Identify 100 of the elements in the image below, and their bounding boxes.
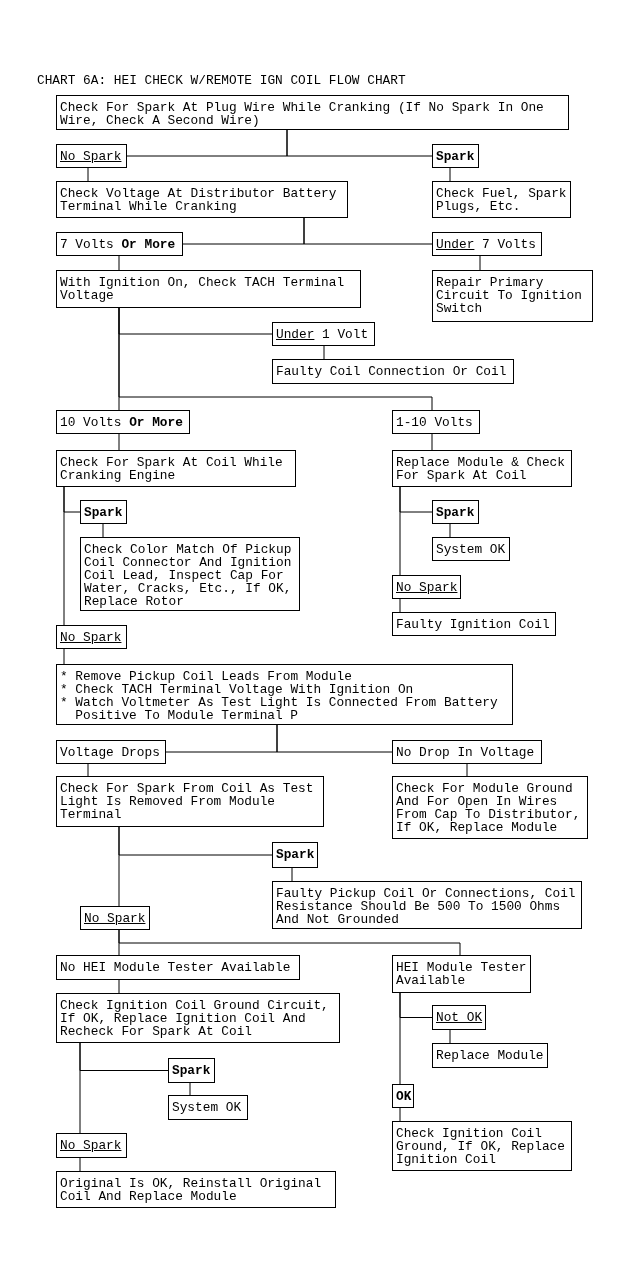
condition-box — [80, 500, 127, 524]
condition-label: No Spark — [60, 150, 123, 163]
condition-label: Voltage Drops — [60, 746, 161, 759]
step-text: Repair Primary Circuit To Ignition Switch — [436, 276, 583, 315]
step-box — [392, 776, 588, 839]
step-text: System OK — [436, 543, 507, 556]
condition-label: Under 1 Volt — [276, 328, 370, 341]
condition-box — [432, 232, 542, 256]
step-box — [392, 450, 572, 487]
connector-line — [118, 929, 461, 956]
step-text: Check Voltage At Distributor Battery Terminal While Cranking — [60, 187, 338, 213]
step-box — [392, 1121, 572, 1171]
condition-label: No Drop In Voltage — [396, 746, 536, 759]
step-text: Replace Module — [436, 1049, 545, 1062]
condition-label: Spark — [436, 150, 476, 163]
connector-line — [87, 167, 89, 182]
step-text: Check Ignition Coil Ground Circuit, If OK, Replace Ignition Coil And Recheck For Spark At Coil — [60, 999, 330, 1038]
step-box — [56, 270, 361, 308]
condition-label: No HEI Module Tester Available — [60, 961, 292, 974]
condition-label: HEI Module Tester Available — [396, 961, 528, 987]
step-box — [432, 537, 510, 561]
step-text: Check For Spark From Coil As Test Light Is Removed From Module Terminal — [60, 782, 315, 821]
bullet-item: * Check TACH Terminal Voltage With Ignition On — [60, 683, 415, 696]
condition-box — [168, 1058, 215, 1083]
condition-box — [56, 1133, 127, 1158]
step-box — [56, 776, 324, 827]
step-text: Check Ignition Coil Ground, If OK, Replace Ignition Coil — [396, 1127, 566, 1166]
step-text: Check Fuel, Spark Plugs, Etc. — [436, 187, 568, 213]
step-box — [80, 537, 300, 611]
condition-box — [272, 322, 375, 346]
condition-label: Spark — [172, 1064, 212, 1077]
connector-line — [323, 345, 325, 360]
step-box — [56, 95, 569, 130]
connector-line — [63, 486, 65, 626]
connector-line — [63, 648, 65, 665]
connector-line — [303, 217, 433, 245]
condition-label: No Spark — [60, 1139, 123, 1152]
connector-line — [79, 1157, 81, 1172]
step-box — [272, 359, 514, 384]
condition-box — [56, 232, 183, 256]
condition-label: Spark — [84, 506, 124, 519]
condition-label: 7 Volts Or More — [60, 238, 177, 251]
connector-line — [399, 992, 401, 1085]
condition-box — [392, 955, 531, 993]
condition-box — [56, 625, 127, 649]
step-box — [56, 450, 296, 487]
connector-line — [449, 167, 451, 182]
step-box — [56, 664, 513, 725]
connector-line — [87, 763, 89, 777]
condition-label: Spark — [276, 848, 315, 861]
condition-box — [392, 410, 480, 434]
step-text: Faulty Coil Connection Or Coil — [276, 365, 508, 378]
condition-box — [56, 144, 127, 168]
connector-line — [479, 255, 481, 271]
condition-label: Not OK — [436, 1011, 483, 1024]
connector-line — [118, 433, 120, 451]
step-text: Faulty Ignition Coil — [396, 618, 551, 631]
condition-box — [392, 575, 461, 599]
bullet-item: * Remove Pickup Coil Leads From Module — [60, 670, 353, 683]
step-text: Original Is OK, Reinstall Original Coil And Replace Module — [60, 1177, 323, 1203]
condition-label: OK — [396, 1090, 411, 1103]
step-text: Check For Spark At Coil While Cranking Engine — [60, 456, 284, 482]
condition-label: Spark — [436, 506, 476, 519]
step-box — [392, 612, 556, 636]
bullet-item: * Watch Voltmeter As Test Light Is Connected From Battery Positive To Module Terminal P — [60, 696, 499, 722]
condition-label: Under 7 Volts — [436, 238, 537, 251]
condition-box — [80, 906, 150, 930]
connector-line — [431, 433, 433, 451]
condition-box — [392, 1084, 414, 1108]
step-text: Check Color Match Of Pickup Coil Connector And Ignition Coil Lead, Inspect Cap For Water, Cracks, Etc., If OK, Replace Rotor — [84, 543, 293, 608]
condition-label: 1-10 Volts — [396, 416, 474, 429]
connector-line — [449, 1029, 451, 1044]
connector-line — [102, 523, 104, 538]
connector-line — [118, 255, 120, 271]
step-box — [432, 181, 571, 218]
condition-label: No Spark — [84, 912, 147, 925]
step-text: System OK — [172, 1101, 243, 1114]
condition-box — [432, 500, 479, 524]
step-box — [432, 1043, 548, 1068]
condition-box — [56, 410, 190, 434]
connector-line — [118, 826, 120, 907]
step-box — [56, 1171, 336, 1208]
condition-box — [392, 740, 542, 764]
step-box — [56, 181, 348, 218]
connector-line — [79, 1042, 81, 1134]
step-box — [168, 1095, 248, 1120]
connector-line — [399, 598, 401, 613]
condition-box — [56, 955, 300, 980]
step-text: Replace Module & Check For Spark At Coil — [396, 456, 566, 482]
condition-label: 10 Volts Or More — [60, 416, 184, 429]
connector-line — [449, 523, 451, 538]
connector-line — [466, 763, 468, 777]
step-text: Faulty Pickup Coil Or Connections, Coil Resistance Should Be 500 To 1500 Ohms And Not Grounded — [276, 887, 577, 926]
connector-line — [118, 979, 120, 994]
step-text: Check For Spark At Plug Wire While Cranking (If No Spark In One Wire, Check A Second Wire) — [60, 101, 545, 127]
chart-title: CHART 6A: HEI CHECK W/REMOTE IGN COIL FLOW CHART — [37, 74, 406, 88]
connector-line — [291, 867, 293, 882]
connector-line — [189, 1082, 191, 1096]
step-text: With Ignition On, Check TACH Terminal Voltage — [60, 276, 346, 302]
connector-line — [286, 129, 433, 157]
